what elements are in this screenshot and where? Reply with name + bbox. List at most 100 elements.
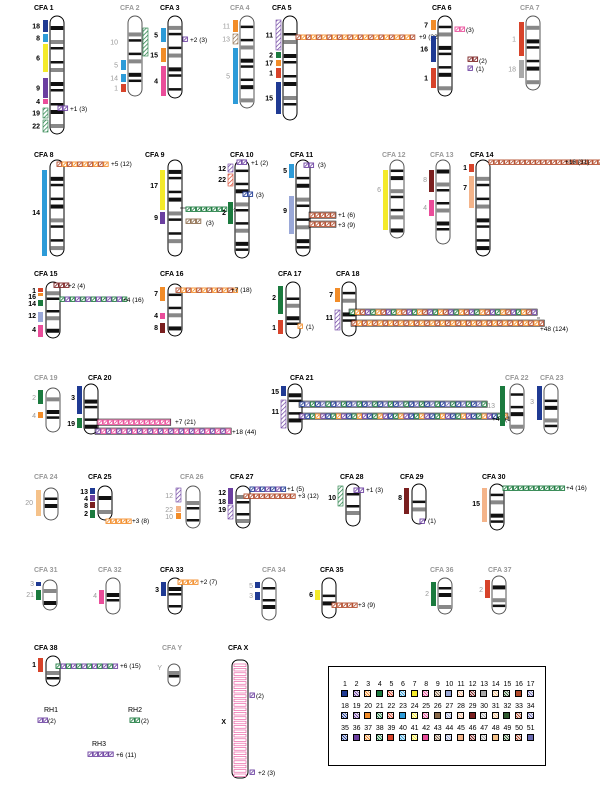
marker-chain: [350, 319, 545, 327]
segment-label: 5: [249, 583, 253, 590]
chromosome-band: [84, 399, 98, 404]
chromosome-band: [436, 221, 450, 226]
legend-swatch: [387, 690, 395, 697]
legend-swatch: [410, 734, 418, 741]
legend-entry: 7: [410, 681, 419, 697]
marker-glyph: [226, 429, 230, 433]
marker-glyph: [298, 324, 302, 328]
marker-glyph: [106, 519, 110, 523]
legend-number: 44: [445, 725, 454, 732]
chromosome-band: [476, 204, 490, 209]
chromosome-band: [288, 399, 302, 403]
legend-number: 24: [410, 703, 419, 710]
marker-glyph: [150, 420, 154, 424]
extra-count: +2 (7): [200, 579, 217, 586]
panel-title: CFA 22: [505, 375, 529, 382]
marker-glyph: [414, 402, 419, 406]
marker-glyph: [300, 414, 304, 418]
marker-chain: [298, 400, 488, 408]
painted-segment: [537, 386, 542, 420]
extra-count: +7 (21): [175, 419, 196, 426]
panel-title: CFA 5: [272, 5, 292, 12]
chromosome-band: [98, 496, 112, 500]
chromosome-band: [233, 676, 247, 681]
chromosome-band: [240, 38, 254, 42]
marker-glyph: [357, 402, 362, 406]
marker-glyph: [347, 414, 351, 418]
marker-glyph: [58, 106, 62, 110]
legend-entry: 17: [526, 681, 535, 697]
legend-entry: 49: [503, 725, 511, 741]
painted-segment: [121, 84, 126, 92]
panel-title: CFA 31: [34, 567, 58, 574]
chromosome-band: [526, 46, 540, 49]
marker-glyph: [373, 321, 377, 325]
segment-label: 7: [424, 23, 428, 30]
extra-count: (2): [141, 718, 149, 725]
chromosome-outline: [167, 283, 183, 337]
chromosome-band: [436, 228, 450, 231]
segment-label: 8: [398, 495, 402, 502]
segment-label: 2: [272, 295, 276, 302]
extra-count: +16 (31): [565, 159, 589, 166]
marker-glyph: [388, 402, 393, 406]
marker-glyph: [404, 321, 408, 325]
marker-glyph: [440, 414, 445, 418]
marker-chain: [87, 751, 114, 757]
legend-number: 12: [468, 681, 477, 688]
marker-chain: [467, 65, 473, 71]
chromosome-band: [296, 225, 310, 230]
marker-glyph: [360, 310, 365, 314]
chain-frame: [350, 319, 545, 327]
legend-swatch: [352, 712, 360, 719]
marker-glyph: [583, 160, 587, 164]
marker-glyph: [132, 429, 137, 433]
legend-swatch: [433, 734, 441, 741]
legend-entry: 15: [503, 681, 511, 697]
chromosome-band: [168, 67, 182, 72]
legend-entry: 28: [457, 703, 465, 719]
legend-entry: 33: [515, 703, 523, 719]
marker-glyph: [342, 414, 346, 418]
marker-glyph: [336, 402, 341, 406]
chromosome-band: [240, 58, 254, 63]
legend-entry: 45: [457, 725, 465, 741]
chromosome-band: [46, 410, 60, 414]
marker-glyph: [72, 664, 76, 668]
marker-glyph: [124, 420, 128, 424]
chromosome-band: [235, 202, 249, 207]
marker-chain: [419, 518, 425, 524]
chromosome-ideogram: [45, 655, 61, 687]
marker-glyph: [414, 414, 419, 418]
chromosome-band: [240, 65, 254, 68]
segment-label: 13: [487, 403, 495, 410]
chromosome-band: [490, 493, 504, 497]
marker-glyph: [122, 297, 127, 301]
marker-glyph: [546, 160, 551, 164]
marker-glyph: [306, 35, 311, 39]
chromosome-band: [233, 747, 247, 751]
segment-label: 4: [154, 313, 158, 320]
chromosome-band: [50, 26, 64, 30]
rh-label: RH3: [92, 741, 106, 748]
marker-glyph: [88, 162, 93, 166]
marker-glyph: [407, 310, 412, 314]
chromosome-band: [286, 297, 300, 300]
painted-segment: [42, 119, 49, 133]
marker-glyph: [376, 310, 380, 314]
marker-glyph: [103, 420, 108, 424]
chromosome-band: [128, 32, 142, 37]
legend-entry: 5: [387, 681, 395, 697]
segment-label: 14: [32, 210, 40, 217]
marker-glyph: [164, 429, 168, 433]
chromosome-outline: [491, 575, 507, 615]
marker-glyph: [358, 35, 363, 39]
chromosome-band: [50, 239, 64, 242]
marker-glyph: [332, 603, 336, 607]
painted-segment: [161, 582, 166, 596]
chromosome-band: [233, 672, 247, 676]
legend-entry: 11: [457, 681, 465, 697]
extra-count: +3 (12): [298, 493, 319, 500]
chromosome-band: [98, 510, 112, 514]
